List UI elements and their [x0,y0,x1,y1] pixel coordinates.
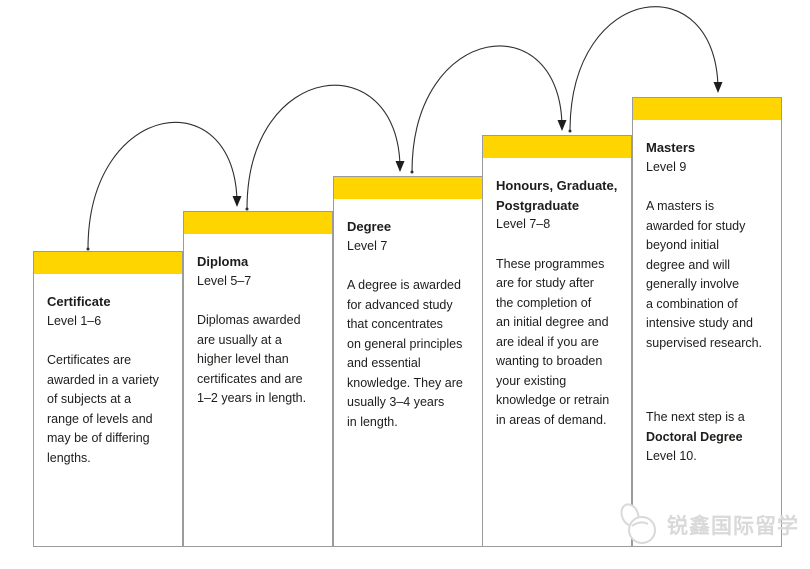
card-title: Diploma [197,254,249,269]
arrow-start-dot [410,170,414,174]
watermark-logo-icon [620,503,656,544]
watermark: 锐鑫国际留学 [616,502,799,548]
card-body: Diplomas awarded are usually at a higher… [197,313,307,405]
doctoral-degree-label: Doctoral Degree [646,429,743,444]
next-step-line: The next step is a [646,410,745,424]
arrow-start-dot [568,129,572,133]
next-step-note: The next step is a Doctoral Degree Level… [646,408,745,467]
yellow-bar [334,177,482,199]
card-body: A degree is awarded for advanced study t… [347,278,463,429]
card-level: Level 1–6 [47,313,102,328]
card-body: A masters is awarded for study beyond in… [646,199,763,350]
yellow-bar [483,136,631,158]
card-body: These programmes are for study after the… [496,256,610,427]
card-body: Certificates are awarded in a variety of… [47,353,159,465]
card-title: Masters [646,140,696,155]
card-diploma: Diploma Level 5–7 Diplomas awarded are u… [183,211,333,547]
doctoral-level-label: Level 10. [646,449,697,463]
card-certificate: Certificate Level 1–6 Certificates are a… [33,251,183,547]
yellow-bar [184,212,332,234]
card-title: Honours, Graduate, Postgraduate [496,178,618,213]
card-degree: Degree Level 7 A degree is awarded for a… [333,176,483,547]
yellow-bar [633,98,781,120]
card-title: Certificate [47,294,111,309]
card-title: Degree [347,219,392,234]
watermark-text: 锐鑫国际留学 [667,515,799,538]
card-level: Level 9 [646,159,687,174]
card-level: Level 7–8 [496,217,551,231]
card-masters: Masters Level 9 A masters is awarded for… [632,97,782,547]
yellow-bar [34,252,182,274]
card-honours-graduate-postgraduate: Honours, Graduate, Postgraduate Level 7–… [482,135,632,547]
card-level: Level 7 [347,238,388,253]
card-level: Level 5–7 [197,273,252,288]
